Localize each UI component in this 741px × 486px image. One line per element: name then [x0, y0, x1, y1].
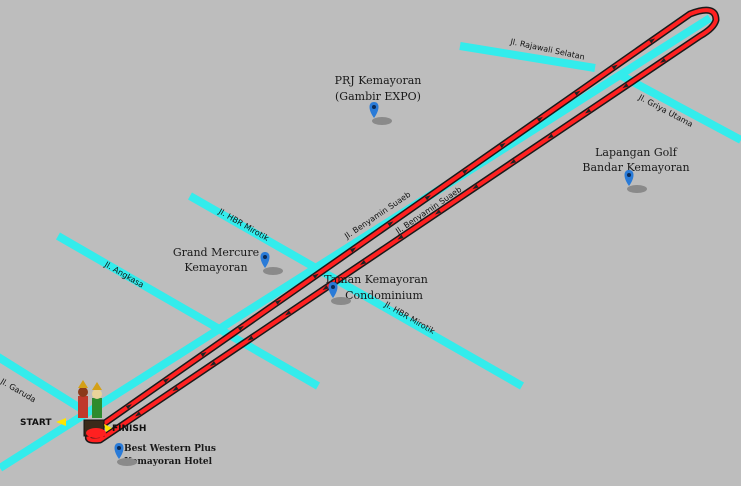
road-label-hbr-mirotik-bottom: Jl. HBR Mirotik [382, 299, 437, 336]
road-label-hbr-mirotik-top: Jl. HBR Mirotik [216, 206, 271, 243]
road-griya-utama [618, 71, 741, 144]
pin-hotel-icon [114, 443, 137, 466]
outbound-arrow-icon [499, 142, 506, 148]
return-arrow-icon [210, 360, 217, 366]
poi-golf-label-2: Bandar Kemayoran [582, 161, 689, 174]
poi-golf-label-1: Lapangan Golf [595, 146, 678, 159]
outbound-arrow-icon [200, 351, 207, 357]
pin-taman-icon [328, 282, 351, 305]
return-arrow-icon [585, 108, 592, 114]
outbound-arrow-icon [349, 247, 357, 253]
poi-prj-label-2: (Gambir EXPO) [335, 90, 421, 103]
return-arrow-icon [472, 184, 479, 190]
route-direction-arrows [125, 38, 667, 417]
return-arrow-icon [622, 83, 629, 89]
return-arrow-icon [435, 209, 442, 215]
poi-grand-mercure-label-1: Grand Mercure [173, 246, 259, 259]
road-angkasa [56, 232, 320, 390]
return-arrow-icon [247, 335, 254, 341]
outbound-arrow-icon [574, 90, 581, 96]
pin-grand-mercure-icon [260, 252, 283, 275]
road-benyamin-suaeb [0, 14, 713, 472]
road-label-angkasa: Jl. Angkasa [102, 259, 145, 289]
poi-grand-mercure-label-2: Kemayoran [184, 261, 247, 274]
poi-hotel-label-2: Kemayoran Hotel [124, 457, 213, 467]
poi-taman-label-1: Taman Kemayoran [324, 273, 428, 286]
outbound-arrow-icon [163, 378, 170, 384]
finish-arrow-icon [104, 424, 112, 432]
start-finish-gate [56, 380, 112, 438]
return-arrow-icon [322, 285, 329, 291]
finish-dot [86, 428, 106, 438]
pin-golf-icon [624, 170, 647, 193]
outbound-arrow-icon [611, 64, 618, 70]
outbound-arrow-icon [424, 195, 431, 201]
outbound-arrow-icon [536, 116, 543, 122]
poi-taman-label-2: Condominium [345, 289, 423, 302]
outbound-arrow-icon [387, 221, 394, 227]
outbound-arrow-icon [125, 404, 132, 410]
return-arrow-icon [397, 234, 404, 240]
return-arrow-icon [360, 259, 367, 265]
finish-label: FINISH [112, 424, 146, 434]
road-hbr-mirotik [188, 192, 524, 390]
ondel-ondel-figures-icon [78, 380, 102, 418]
return-arrow-icon [510, 158, 517, 164]
poi-hotel-label-1: Best Western Plus [124, 444, 216, 454]
outbound-arrow-icon [312, 273, 319, 279]
return-arrow-icon [547, 133, 554, 139]
road-garuda [0, 353, 91, 417]
pins-layer [114, 102, 647, 466]
return-arrow-icon [660, 57, 667, 63]
return-arrow-icon [285, 310, 292, 316]
outbound-arrow-icon [237, 325, 244, 331]
start-label: START [20, 418, 52, 428]
outbound-arrow-icon [275, 299, 282, 305]
outbound-arrow-icon [462, 169, 469, 175]
start-arrow-icon [56, 418, 66, 426]
pin-prj-icon [369, 102, 392, 125]
poi-prj-label-1: PRJ Kemayoran [335, 74, 422, 87]
outbound-arrow-icon [648, 38, 656, 44]
road-rajawali-selatan [459, 42, 596, 72]
return-arrow-icon [135, 411, 142, 417]
return-arrow-icon [172, 386, 179, 392]
